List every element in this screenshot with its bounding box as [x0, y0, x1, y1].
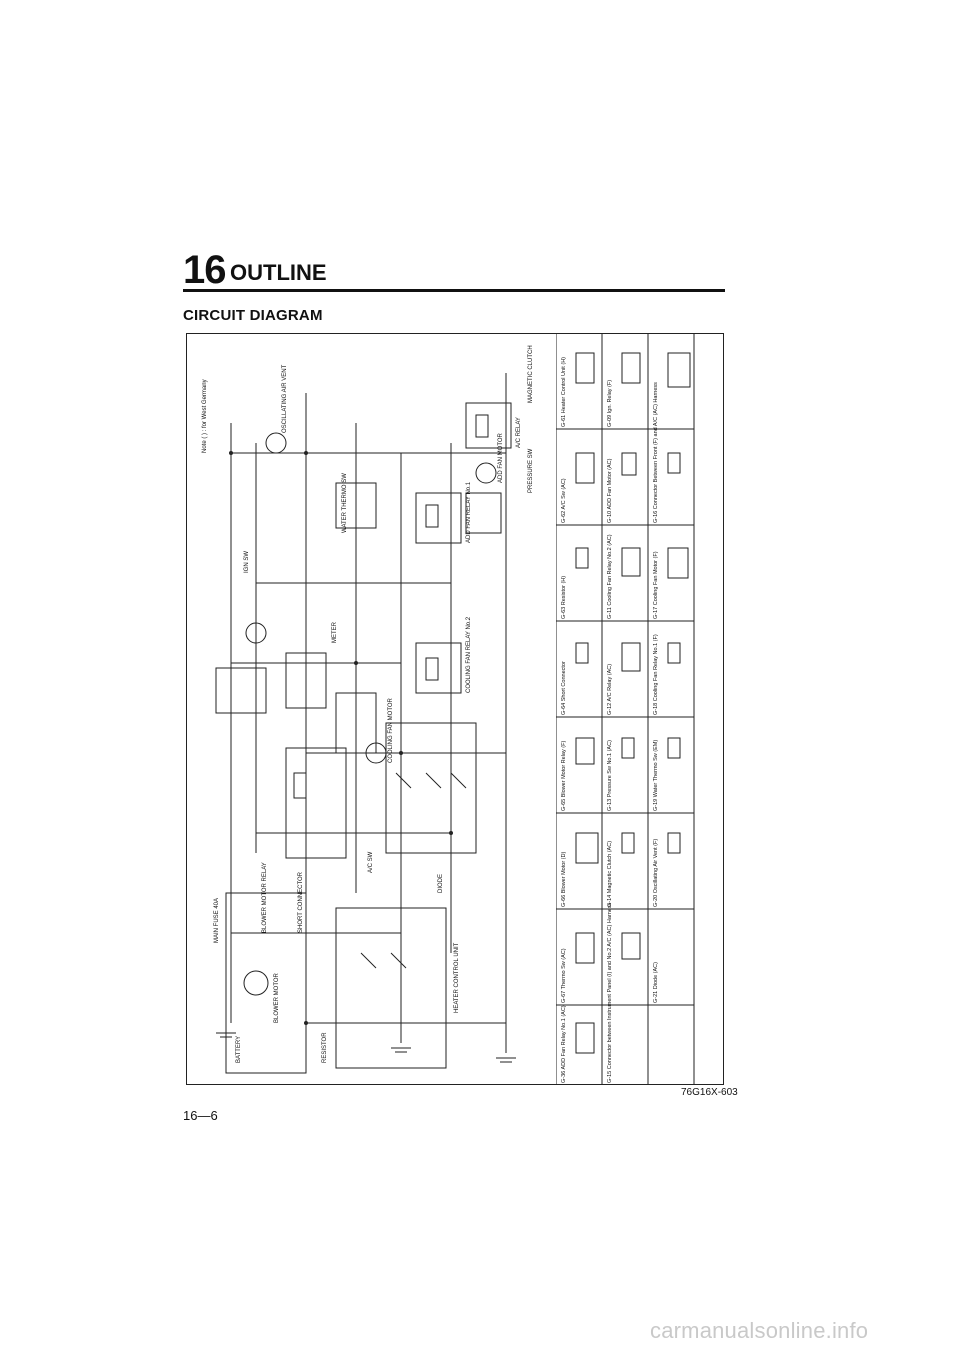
chapter-title: OUTLINE [230, 260, 327, 285]
label-diode: DIODE [438, 874, 444, 893]
label-cooling-fan-relay: COOLING FAN RELAY No.2 [466, 616, 472, 693]
conn-g10: G-10 ADD Fan Motor (AC) [607, 458, 613, 523]
conn-g20: G-20 Oscillating Air Vent (F) [653, 839, 659, 907]
label-oscillating-vent: OSCILLATING AIR VENT [282, 364, 288, 433]
conn-g13: G-13 Pressure Sw No.1 (AC) [607, 740, 613, 811]
conn-g62: G-62 A/C Sw (AC) [561, 478, 567, 523]
label-magnetic-clutch: MAGNETIC CLUTCH [528, 345, 534, 403]
label-blower-motor: BLOWER MOTOR [274, 972, 280, 1023]
conn-g12: G-12 A/C Relay (AC) [607, 664, 613, 715]
label-ac-relay: A/C RELAY [516, 417, 522, 448]
chapter-number: 16 [183, 248, 226, 292]
label-battery: BATTERY [236, 1036, 242, 1063]
circuit-schematic: BATTERY MAIN FUSE 40A BLOWER MOTOR BLOWE… [202, 345, 534, 1074]
label-short-connector: SHORT CONNECTOR [298, 871, 304, 933]
conn-g16: G-16 Connector Between Front (F) and A/C… [653, 382, 659, 523]
label-water-thermo: WATER THERMO SW [342, 473, 348, 533]
label-ac-sw: A/C SW [368, 851, 374, 873]
label-ign-sw: IGN SW [244, 551, 250, 573]
label-add-fan-motor: ADD FAN MOTOR [498, 432, 504, 483]
conn-g67: G-67 Thermo Sw (AC) [561, 948, 567, 1003]
label-blower-relay: BLOWER MOTOR RELAY [262, 862, 268, 933]
page-number: 16—6 [183, 1108, 218, 1123]
conn-g21: G-21 Diode (AC) [653, 962, 659, 1003]
conn-g15: G-15 Connector between Instrument Panel … [607, 902, 613, 1083]
conn-g11: G-11 Cooling Fan Relay No.2 (AC) [607, 534, 613, 619]
label-add-fan-relay: ADD FAN RELAY No.1 [466, 481, 472, 543]
header-rule [183, 289, 725, 292]
conn-g63: G-63 Resistor (H) [561, 576, 567, 619]
figure-code: 76G16X-603 [681, 1087, 738, 1098]
label-main-fuse: MAIN FUSE 40A [214, 898, 220, 943]
diagram-frame [186, 333, 724, 1085]
conn-g64: G-64 Short Connector [561, 661, 567, 715]
label-cooling-fan-motor: COOLING FAN MOTOR [388, 697, 394, 763]
section-title: CIRCUIT DIAGRAM [183, 307, 323, 324]
label-pressure-sw: PRESSURE SW [528, 448, 534, 493]
conn-g19: G-19 Water Thermo Sw (EM) [653, 740, 659, 811]
conn-g36: G-36 ADD Fan Relay No.1 (AC) [561, 1005, 567, 1083]
label-meter: METER [332, 621, 338, 643]
conn-g09: G-09 Ign. Relay (F) [607, 380, 613, 427]
watermark: carmanualsonline.info [650, 1318, 869, 1343]
conn-g18: G-18 Cooling Fan Relay No.1 (F) [653, 634, 659, 715]
conn-g65: G-65 Blower Motor Relay (F) [561, 741, 567, 811]
conn-g14: G-14 Magnetic Clutch (AC) [607, 841, 613, 907]
conn-g17: G-17 Cooling Fan Motor (F) [653, 551, 659, 619]
conn-g66: G-66 Blower Motor (D) [561, 852, 567, 907]
connector-table: G-61 Heater Control Unit (H) G-62 A/C Sw… [556, 333, 695, 1085]
label-resistor: RESISTOR [322, 1032, 328, 1063]
diagram-note: Note ( ) : for West Germany [202, 379, 208, 453]
label-heater-control: HEATER CONTROL UNIT [454, 942, 460, 1013]
conn-g61: G-61 Heater Control Unit (H) [561, 357, 567, 427]
